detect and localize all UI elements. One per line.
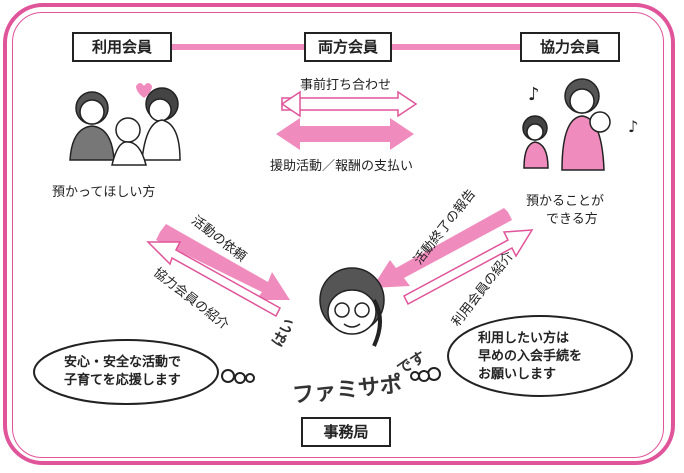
svg-text:♪: ♪: [628, 117, 638, 136]
office-staff-illustration: [319, 267, 385, 347]
svg-text:♪: ♪: [528, 84, 540, 105]
right-bubble-text-line3: お願いします: [478, 367, 557, 382]
meeting-label: 事前打ち合わせ: [300, 78, 392, 93]
both-member-box: 両方会員: [304, 32, 392, 62]
payment-arrow: [276, 118, 414, 150]
left-speech-bubble: [33, 339, 255, 405]
user-member-box: 利用会員: [72, 32, 172, 62]
outer-frame: [3, 3, 675, 465]
payment-label: 援助活動／報酬の支払い: [270, 159, 414, 174]
meeting-arrow-right: [281, 90, 418, 118]
user-caption: 預かってほしい方: [52, 185, 156, 200]
left-bubble-text-line2: 子育てを応援します: [64, 373, 181, 388]
report-arrow: [372, 208, 512, 288]
right-bubble-text-line2: 早めの入会手続を: [478, 349, 583, 364]
user-family-illustration: [69, 83, 181, 166]
provider-family-illustration: ♪ ♪: [522, 78, 638, 171]
right-bubble-text-line1: 利用したい方は: [478, 331, 570, 346]
introduce-provider-arrow: [146, 241, 281, 318]
introduce-user-arrow: [403, 229, 534, 306]
provider-member-box: 協力会員: [520, 32, 620, 62]
inner-frame: [12, 12, 664, 458]
left-bubble-text-line1: 安心・安全な活動で: [64, 355, 182, 370]
request-arrow: [156, 224, 290, 300]
right-speech-bubble: [410, 315, 633, 397]
provider-caption-line2: できる方: [546, 212, 598, 227]
provider-caption-line1: 預かることが: [526, 194, 605, 209]
meeting-arrow-left: [280, 90, 301, 118]
office-box: 事務局: [301, 417, 391, 447]
